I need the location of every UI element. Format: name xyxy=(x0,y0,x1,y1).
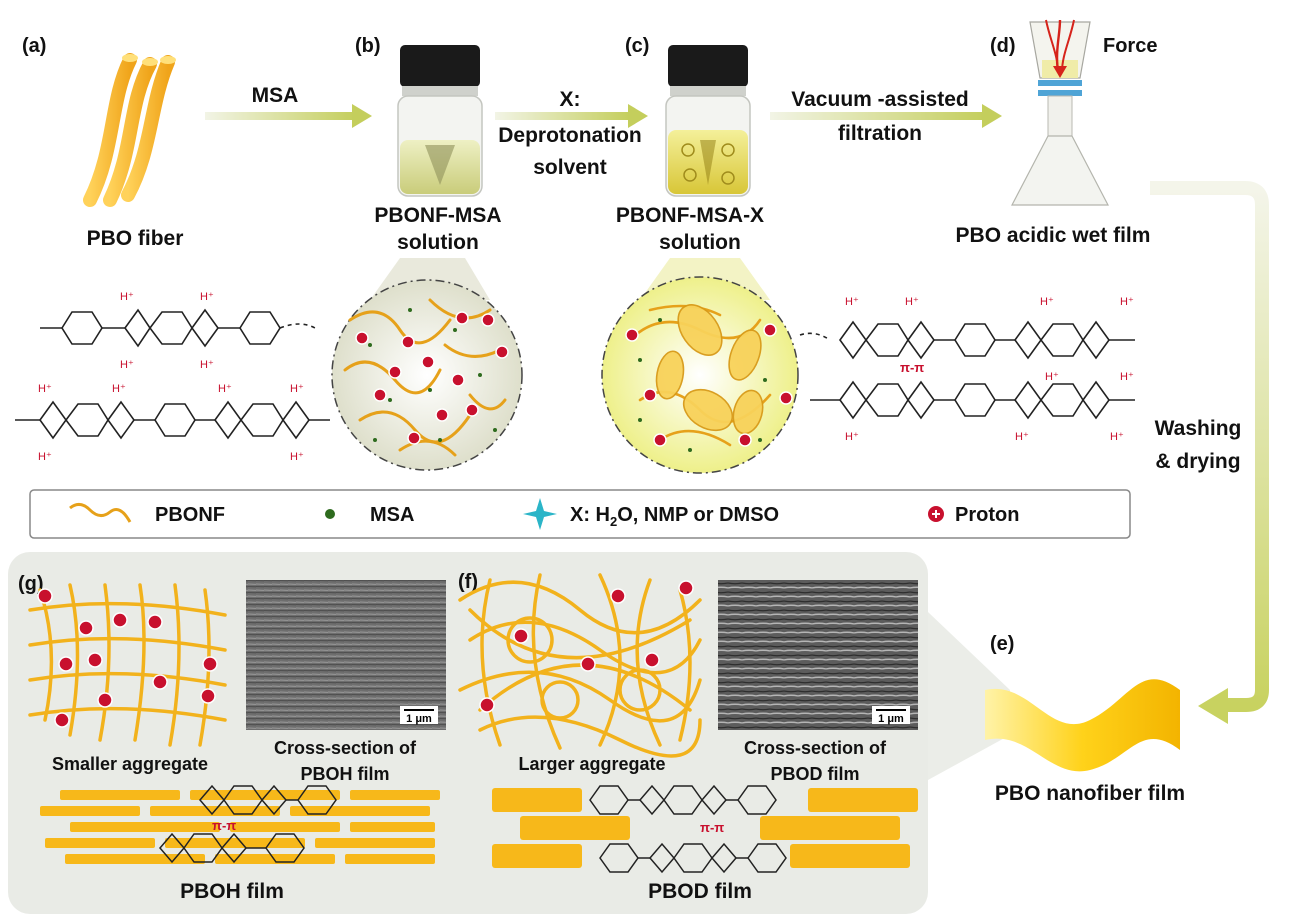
svg-text:H⁺: H⁺ xyxy=(845,431,859,443)
filtration-flask xyxy=(1011,19,1109,206)
arrow-vacuum-filtration xyxy=(770,104,1002,128)
svg-text:H⁺: H⁺ xyxy=(290,383,304,395)
sem-image-pboh xyxy=(246,580,446,730)
proton-labels-left: H⁺ H⁺ H⁺ H⁺ H⁺ H⁺ H⁺ H⁺ H⁺ H⁺ xyxy=(38,291,304,463)
svg-text:H⁺: H⁺ xyxy=(120,359,134,371)
legend-x-star-icon xyxy=(523,498,557,530)
step-force-label: Force xyxy=(1103,35,1157,57)
pi-pi-label-top: π-π xyxy=(900,360,924,375)
sem-image-pbod xyxy=(718,580,918,730)
svg-text:H⁺: H⁺ xyxy=(38,383,52,395)
caption-cross-pboh-line2: PBOH film xyxy=(300,764,389,784)
pbo-nanofiber-film-illustration xyxy=(985,679,1180,772)
protonated-chain-right xyxy=(799,320,1135,420)
panel-label-a: (a) xyxy=(22,35,46,57)
smaller-aggregate-protons xyxy=(37,588,218,728)
caption-nanofiber-film: PBO nanofiber film xyxy=(995,782,1185,805)
svg-text:H⁺: H⁺ xyxy=(290,451,304,463)
pbod-film-molecules xyxy=(589,784,787,874)
legend: PBONF MSA X: H2O, NMP or DMSO Proton xyxy=(29,489,1131,539)
panel-label-c: (c) xyxy=(625,35,649,57)
vial-pbonf-msa-x xyxy=(665,45,751,197)
caption-cross-pboh-line1: Cross-section of xyxy=(274,738,417,758)
svg-text:H⁺: H⁺ xyxy=(1120,371,1134,383)
scale-bar-label-pbod: 1 μm xyxy=(878,713,904,725)
legend-msa-label: MSA xyxy=(370,504,414,526)
pboh-film-molecules xyxy=(159,784,337,864)
svg-text:H⁺: H⁺ xyxy=(218,383,232,395)
pi-pi-label-pbod: π-π xyxy=(700,820,724,835)
step-vacuum-line2: filtration xyxy=(838,122,922,145)
panel-label-f: (f) xyxy=(458,571,478,593)
protonated-chain-left xyxy=(15,308,330,440)
svg-text:H⁺: H⁺ xyxy=(1120,296,1134,308)
step-x-line3: solvent xyxy=(533,156,607,179)
step-x-line2: Deprotonation xyxy=(498,124,641,147)
vial-pbonf-msa xyxy=(397,45,483,197)
legend-pbonf-label: PBONF xyxy=(155,504,225,526)
magnified-bubble-pbonf-msa xyxy=(331,258,523,471)
step-msa-label: MSA xyxy=(252,84,299,107)
scale-bar-label-pboh: 1 μm xyxy=(406,713,432,725)
svg-text:H⁺: H⁺ xyxy=(200,359,214,371)
panel-label-b: (b) xyxy=(355,35,381,57)
caption-pbod-film: PBOD film xyxy=(648,880,752,903)
legend-pbonf-icon xyxy=(69,503,132,523)
step-vacuum-line1: Vacuum -assisted xyxy=(791,88,968,111)
svg-text:H⁺: H⁺ xyxy=(905,296,919,308)
svg-text:H⁺: H⁺ xyxy=(1045,371,1059,383)
pbo-fiber-illustration xyxy=(83,53,176,207)
larger-aggregate-network xyxy=(458,573,702,758)
pi-pi-label-pboh: π-π xyxy=(212,818,236,833)
step-x-line1: X: xyxy=(560,88,581,111)
arrow-washing-drying xyxy=(1150,181,1269,724)
svg-text:H⁺: H⁺ xyxy=(1110,431,1124,443)
svg-text:H⁺: H⁺ xyxy=(1015,431,1029,443)
step-washing-line2: & drying xyxy=(1155,450,1240,473)
proton-labels-right: H⁺ H⁺ H⁺ H⁺ H⁺ H⁺ H⁺ H⁺ H⁺ xyxy=(845,296,1134,443)
caption-pbonf-msa-line2: solution xyxy=(397,231,479,254)
svg-text:H⁺: H⁺ xyxy=(1040,296,1054,308)
caption-pbonf-msa-x-line2: solution xyxy=(659,231,741,254)
legend-proton-label: Proton xyxy=(955,504,1019,526)
step-washing-line1: Washing xyxy=(1155,417,1242,440)
svg-text:H⁺: H⁺ xyxy=(200,291,214,303)
caption-pboh-film: PBOH film xyxy=(180,880,284,903)
caption-pbonf-msa-line1: PBONF-MSA xyxy=(374,204,501,227)
pbod-film-bricks xyxy=(492,788,918,868)
panel-label-e: (e) xyxy=(990,633,1014,655)
panel-label-d: (d) xyxy=(990,35,1016,57)
legend-x-label: X: H2O, NMP or DMSO xyxy=(570,504,779,529)
svg-text:H⁺: H⁺ xyxy=(845,296,859,308)
arrow-deprotonation xyxy=(495,104,648,128)
legend-msa-icon xyxy=(325,509,335,519)
caption-acidic-wet-film: PBO acidic wet film xyxy=(956,224,1151,247)
arrow-msa xyxy=(205,104,372,128)
svg-text:H⁺: H⁺ xyxy=(120,291,134,303)
caption-cross-pbod-line1: Cross-section of xyxy=(744,738,887,758)
magnified-bubble-pbonf-msa-x xyxy=(601,258,799,474)
caption-larger-aggregate: Larger aggregate xyxy=(518,754,665,774)
caption-cross-pbod-line2: PBOD film xyxy=(770,764,859,784)
panel-label-g: (g) xyxy=(18,573,44,595)
larger-aggregate-protons xyxy=(479,580,694,713)
smaller-aggregate-network xyxy=(28,583,227,747)
caption-smaller-aggregate: Smaller aggregate xyxy=(52,754,208,774)
pboh-film-bricks xyxy=(40,790,440,864)
caption-pbonf-msa-x-line1: PBONF-MSA-X xyxy=(616,204,764,227)
svg-text:H⁺: H⁺ xyxy=(112,383,126,395)
svg-text:H⁺: H⁺ xyxy=(38,451,52,463)
caption-pbo-fiber: PBO fiber xyxy=(87,227,184,250)
